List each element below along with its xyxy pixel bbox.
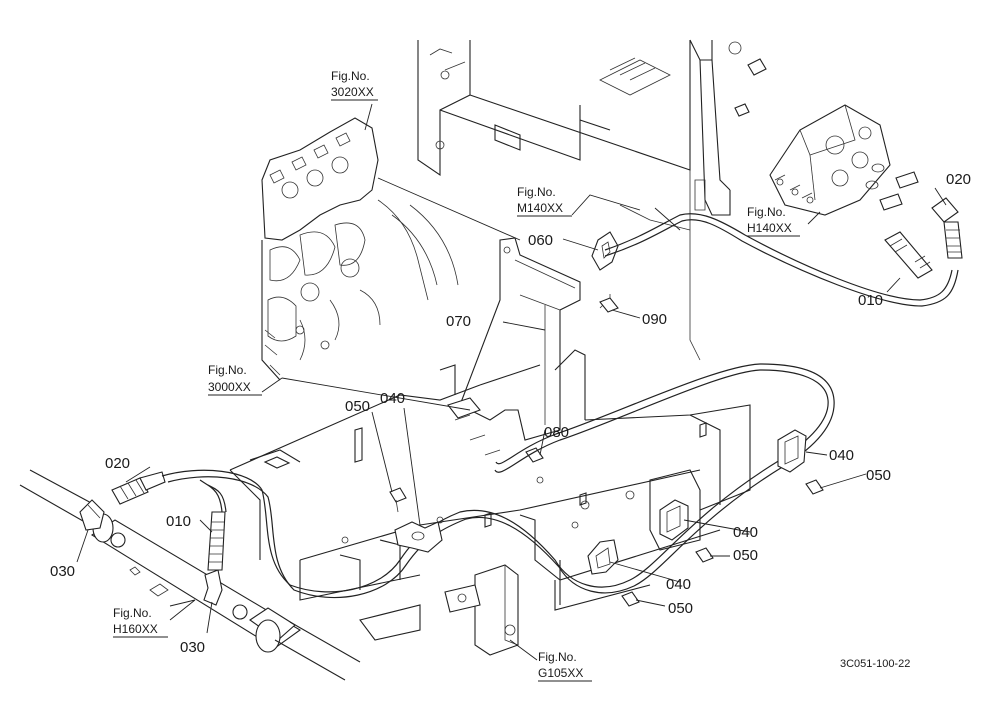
hose-end-020-right bbox=[931, 197, 963, 259]
figref-3020xx-number: 3020XX bbox=[331, 85, 374, 99]
figref-3020xx: Fig.No. 3020XX bbox=[331, 69, 378, 101]
part-label-020-right: 020 bbox=[946, 171, 971, 188]
part-label-050-c: 050 bbox=[733, 547, 758, 564]
grommet-060 bbox=[591, 231, 619, 271]
clamp-040-a bbox=[394, 521, 443, 553]
part-label-010-left: 010 bbox=[166, 513, 191, 530]
cylinder-h160 bbox=[19, 469, 361, 681]
diagram-code: 3C051-100-22 bbox=[840, 658, 910, 670]
part-label-030-b: 030 bbox=[180, 639, 205, 656]
figref-3020xx-label: Fig.No. bbox=[331, 69, 370, 83]
figref-h160xx-label: Fig.No. bbox=[113, 606, 152, 620]
figref-h160xx: Fig.No. H160XX bbox=[113, 606, 168, 638]
hydraulic-pipes bbox=[161, 213, 959, 599]
figref-h160xx-number: H160XX bbox=[113, 622, 158, 636]
bolt-080 bbox=[525, 447, 544, 463]
engine-block-drawing bbox=[261, 117, 459, 381]
part-label-050-a: 050 bbox=[345, 398, 370, 415]
bolt-050-d bbox=[621, 591, 640, 607]
part-label-040-c: 040 bbox=[733, 524, 758, 541]
figref-m140xx: Fig.No. M140XX bbox=[517, 185, 572, 217]
figref-m140xx-number: M140XX bbox=[517, 201, 563, 215]
figref-m140xx-label: Fig.No. bbox=[517, 185, 556, 199]
clamp-040-d bbox=[587, 539, 619, 575]
part-label-040-d: 040 bbox=[666, 576, 691, 593]
part-label-080: 080 bbox=[544, 424, 569, 441]
figref-g105xx-label: Fig.No. bbox=[538, 650, 577, 664]
bolt-090 bbox=[599, 294, 619, 313]
part-label-060: 060 bbox=[528, 232, 553, 249]
fitting-010-right bbox=[884, 231, 933, 279]
part-label-030-a: 030 bbox=[50, 563, 75, 580]
part-label-090: 090 bbox=[642, 311, 667, 328]
part-label-050-b: 050 bbox=[866, 467, 891, 484]
clamp-040-b bbox=[777, 429, 807, 473]
figref-3000xx: Fig.No. 3000XX bbox=[208, 363, 262, 396]
hose-end-020-left bbox=[111, 471, 166, 505]
leader-lines bbox=[76, 103, 947, 661]
bolt-050-b bbox=[805, 479, 824, 495]
chassis-frame-drawing bbox=[229, 349, 751, 641]
bracket-070 bbox=[447, 237, 581, 441]
part-label-040-a: 040 bbox=[380, 390, 405, 407]
figref-3000xx-number: 3000XX bbox=[208, 380, 251, 394]
figref-g105xx: Fig.No. G105XX bbox=[538, 650, 592, 682]
figref-3000xx-label: Fig.No. bbox=[208, 363, 247, 377]
part-label-050-d: 050 bbox=[668, 600, 693, 617]
clamp-040-c bbox=[659, 499, 689, 541]
bracket-g105 bbox=[444, 564, 519, 656]
elbow-030-a bbox=[79, 499, 105, 531]
figref-h140xx: Fig.No. H140XX bbox=[747, 205, 800, 237]
bolt-050-a bbox=[389, 487, 407, 513]
frame-drawing bbox=[417, 39, 767, 361]
figref-g105xx-number: G105XX bbox=[538, 666, 583, 680]
part-label-070: 070 bbox=[446, 313, 471, 330]
part-label-010-right: 010 bbox=[858, 292, 883, 309]
steering-pump-drawing bbox=[769, 104, 919, 216]
figref-h140xx-label: Fig.No. bbox=[747, 205, 786, 219]
figref-h140xx-number: H140XX bbox=[747, 221, 792, 235]
part-label-040-b: 040 bbox=[829, 447, 854, 464]
bolt-050-c bbox=[695, 547, 714, 563]
part-label-020-left: 020 bbox=[105, 455, 130, 472]
fitting-010-left bbox=[207, 511, 226, 571]
